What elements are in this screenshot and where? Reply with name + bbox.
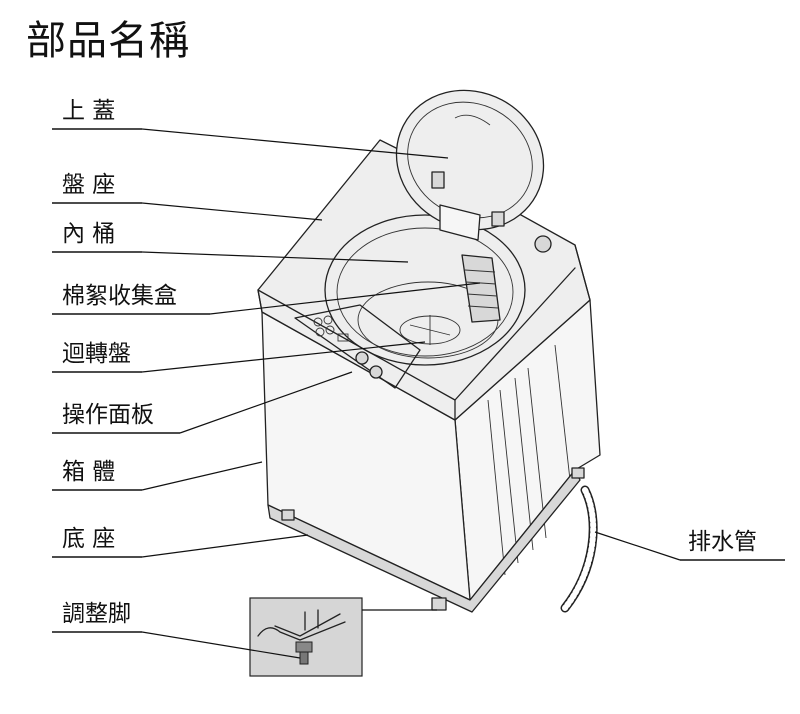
- label-drain-hose: 排水管: [688, 529, 757, 555]
- tub-opening: [324, 214, 526, 366]
- panel-btn-1: [313, 317, 323, 327]
- groove-2: [499, 389, 519, 564]
- tub-rim: [336, 227, 514, 357]
- panel-btn-4: [325, 325, 335, 335]
- inner-tub-leader: [141, 251, 409, 263]
- hinge-right: [491, 211, 505, 227]
- label-lid: 上 蓋: [62, 98, 116, 124]
- base-leader: [141, 534, 309, 558]
- inset-legs: [304, 609, 319, 631]
- label-control-panel: 操作面板: [62, 402, 154, 428]
- pulsator-fins: [409, 315, 451, 345]
- label-seat: 盤 座: [62, 172, 116, 198]
- panel-knob-2: [369, 365, 383, 379]
- lid-shape: [395, 89, 545, 231]
- inset-base-edge: [257, 621, 346, 641]
- panel-display: [337, 333, 349, 342]
- water-knob: [534, 235, 552, 253]
- inset-nut: [295, 641, 313, 653]
- foot-right: [571, 467, 585, 479]
- cabinet-leader: [141, 461, 263, 491]
- label-lint-box: 棉絮收集盒: [62, 283, 177, 309]
- drain-hose-ribs: [562, 487, 597, 611]
- drain-hose-leader: [594, 531, 681, 561]
- seat-leader: [141, 202, 323, 221]
- groove-1: [487, 399, 506, 576]
- lint-box-ribs: [464, 269, 499, 309]
- hinge-left: [431, 171, 445, 189]
- lid-handle: [454, 114, 491, 126]
- label-adjust-foot: 調整脚: [62, 601, 131, 627]
- foot-left: [281, 509, 295, 521]
- base-shape: [267, 469, 581, 613]
- page-title: 部品名稱: [26, 18, 190, 64]
- inset-screw: [299, 651, 309, 665]
- lid-flap: [439, 204, 481, 241]
- groove-5: [554, 344, 571, 481]
- label-pulsator: 迴轉盤: [62, 341, 131, 367]
- foot-front: [431, 597, 447, 611]
- pulsator-leader: [141, 341, 426, 373]
- panel-btn-3: [315, 327, 325, 337]
- lid-leader: [141, 128, 449, 159]
- control-panel-shape: [294, 304, 421, 389]
- label-cabinet: 箱 體: [62, 459, 116, 485]
- adjust-foot-leader: [141, 631, 301, 659]
- control-panel-leader: [179, 371, 353, 434]
- deck-front-edge: [257, 267, 576, 401]
- inset-base-edge-2: [274, 613, 341, 637]
- label-inner-tub: 內 桶: [62, 221, 116, 247]
- label-base: 底 座: [62, 526, 116, 552]
- lint-box-leader: [209, 282, 481, 315]
- panel-knob-1: [355, 351, 369, 365]
- panel-btn-2: [323, 315, 333, 325]
- groove-3: [514, 377, 534, 551]
